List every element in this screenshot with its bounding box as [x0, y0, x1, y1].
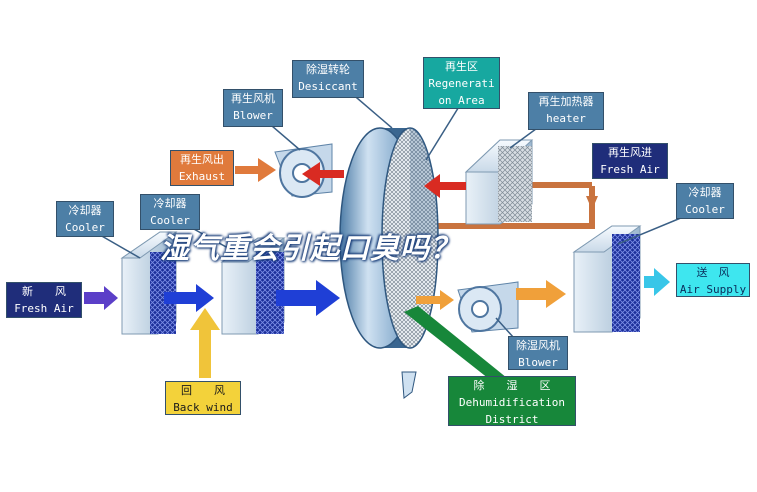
supply-air-arrow — [644, 268, 670, 296]
cooler-right-label: 冷却器 Cooler — [676, 183, 734, 219]
cooler-right-label-en: Cooler — [685, 203, 725, 216]
fresh-air-label-en: Fresh Air — [14, 302, 74, 315]
regen-blower-label: 再生风机 Blower — [223, 89, 283, 127]
back-wind-label: 回 风 Back wind — [165, 381, 241, 415]
dehum-district-label: 除 湿 区 Dehumidification District — [448, 376, 576, 426]
process-air-arrows — [84, 280, 340, 316]
cooler-mid-label: 冷却器 Cooler — [140, 194, 200, 230]
dehum-district-pointer — [404, 306, 512, 386]
regen-air-arrows — [235, 158, 566, 310]
cooler-mid-label-en: Cooler — [150, 214, 190, 227]
cooler-left-label: 冷却器 Cooler — [56, 201, 114, 237]
desiccant-label: 除湿转轮 Desiccant — [292, 60, 364, 98]
dehum-blower-label-en: Blower — [518, 356, 558, 369]
air-supply-label: 送 风 Air Supply — [676, 263, 750, 297]
air-supply-label-en: Air Supply — [679, 283, 747, 296]
regen-heater-unit — [464, 139, 534, 225]
cooler-right-unit — [572, 225, 642, 333]
back-wind-arrow — [190, 308, 220, 378]
dehum-district-label-en2: District — [485, 413, 539, 426]
regen-duct-arrowhead — [586, 196, 598, 210]
regen-area-label-zh: 再生区 — [445, 60, 478, 73]
regen-heater-label-en: heater — [546, 112, 586, 125]
regen-fresh-air-label-zh: 再生风进 — [608, 146, 652, 159]
exhaust-label-zh: 再生风出 — [180, 153, 224, 166]
air-supply-label-zh: 送 风 — [696, 266, 730, 279]
desiccant-label-en: Desiccant — [298, 80, 358, 93]
dehum-district-label-zh: 除 湿 区 — [473, 379, 551, 392]
regen-fresh-air-label-en: Fresh Air — [600, 163, 660, 176]
cooler-mid-label-zh: 冷却器 — [153, 197, 187, 210]
desiccant-label-zh: 除湿转轮 — [306, 63, 350, 76]
cooler-left-label-en: Cooler — [65, 221, 105, 234]
dehum-blower-label-zh: 除湿风机 — [516, 339, 560, 352]
exhaust-label-en: Exhaust — [178, 170, 226, 183]
cooler-right-label-zh: 冷却器 — [688, 186, 722, 199]
cooler-left-label-zh: 冷却器 — [68, 204, 102, 217]
fresh-air-label-zh: 新 风 — [22, 285, 66, 298]
fresh-air-label: 新 风 Fresh Air — [6, 282, 82, 318]
regen-blower-label-en: Blower — [233, 109, 273, 122]
regen-area-label: 再生区 Regenerati on Area — [423, 57, 500, 109]
dehum-blower-label: 除湿风机 Blower — [508, 336, 568, 370]
regen-area-label-en2: on Area — [438, 94, 485, 107]
regen-heater-label: 再生加热器 heater — [528, 92, 604, 130]
headline: 湿气重会引起口臭吗？ — [160, 231, 461, 265]
dehum-blower-unit — [457, 281, 519, 333]
regen-area-label-en1: Regenerati — [428, 77, 495, 90]
cooler-mid-unit — [220, 237, 286, 335]
exhaust-label: 再生风出 Exhaust — [170, 150, 234, 186]
regen-blower-label-zh: 再生风机 — [231, 92, 275, 105]
regen-heater-label-zh: 再生加热器 — [538, 95, 594, 108]
back-wind-label-zh: 回 风 — [181, 384, 225, 397]
desiccant-wheel — [339, 127, 439, 399]
back-wind-label-en: Back wind — [173, 401, 233, 414]
regen-fresh-air-label: 再生风进 Fresh Air — [592, 143, 668, 179]
dehum-district-label-en1: Dehumidification — [459, 396, 565, 409]
